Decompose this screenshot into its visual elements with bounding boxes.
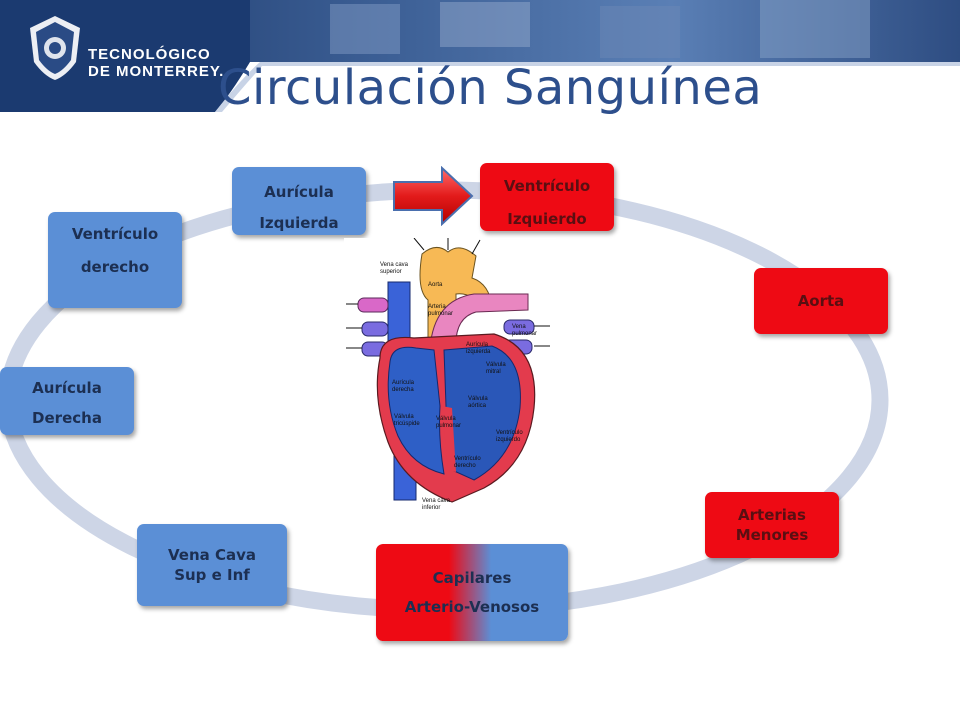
node-arterias-menores-line2: Menores [735,526,809,544]
node-auricula-izquierda-line1: Aurícula [264,183,334,201]
page-title: Circulación Sanguínea [218,60,763,116]
logo-text: TECNOLÓGICO DE MONTERREY. [88,46,224,80]
logo-line-2: DE MONTERREY. [88,63,225,80]
heart-label-vena-cava-inferior-2: inferior [422,505,440,511]
node-capilares: Capilares Arterio-Venosos [376,544,568,641]
heart-label-ventriculo-izquierdo-2: izquierdo [496,437,521,443]
heart-label-valvula-aortica-1: Válvula [468,396,488,402]
node-ventriculo-derecho-line2: derecho [80,258,150,276]
heart-label-vena-pulmonar-1: Vena [512,324,526,330]
heart-label-valvula-pulmonar-1: Válvula [436,416,456,422]
node-aorta-line1: Aorta [797,292,845,310]
heart-label-vena-cava-superior-2: superior [380,269,402,275]
header-banner [0,0,960,112]
node-aorta: Aorta [754,268,888,334]
node-ventriculo-derecho: Ventrículo derecho [48,212,182,308]
node-capilares-line2: Arterio-Venosos [404,597,540,616]
node-ventriculo-izquierdo-line2: Izquierdo [507,210,587,228]
node-capilares-line1: Capilares [432,568,512,587]
heart-label-vena-pulmonar-2: pulmonar [512,331,537,337]
node-auricula-izquierda: Aurícula Izquierda [232,167,366,235]
node-arterias-menores-line1: Arterias [738,506,806,524]
heart-label-auricula-izquierda-1: Aurícula [466,342,489,348]
node-vena-cava-line1: Vena Cava [167,546,256,564]
heart-label-ventriculo-derecho-2: derecho [454,463,476,469]
heart-label-vena-cava-superior-1: Vena cava [380,262,409,268]
heart-right-chambers-shape [387,346,445,475]
node-ventriculo-izquierdo: Ventrículo Izquierdo [480,163,614,231]
node-vena-cava: Vena Cava Sup e Inf [137,524,287,606]
heart-label-auricula-derecha-1: Aurícula [392,380,415,386]
heart-label-valvula-pulmonar-2: pulmonar [436,423,461,429]
heart-label-auricula-izquierda-2: izquierda [466,349,491,355]
node-auricula-derecha-line1: Aurícula [32,379,102,397]
heart-label-vena-cava-inferior-1: Vena cava [422,498,451,504]
heart-label-auricula-derecha-2: derecha [392,387,414,393]
heart-flow-arrows [346,238,550,349]
heart-left-vessel-1 [357,297,389,313]
heart-label-ventriculo-izquierdo-1: Ventrículo [496,430,523,436]
heart-label-ventriculo-derecho-1: Ventrículo [454,456,481,462]
heart-right-vessel-1 [503,319,535,335]
heart-label-valvula-mitral-2: mitral [486,369,501,375]
heart-label-valvula-tricuspide-1: Válvula [394,414,414,420]
node-auricula-derecha-line2: Derecha [32,409,102,427]
red-arrow-icon [393,166,474,226]
heart-diagram: Vena cava superior Aorta Arteria pulmona… [344,238,556,518]
node-vena-cava-line2: Sup e Inf [174,566,250,584]
heart-label-aorta: Aorta [428,282,443,288]
heart-label-valvula-mitral-1: Válvula [486,362,506,368]
heart-label-arteria-pulmonar-2: pulmonar [428,311,453,317]
heart-label-valvula-tricuspide-2: tricúspide [394,421,420,427]
logo-seal-icon [30,16,80,80]
node-auricula-derecha: Aurícula Derecha [0,367,134,435]
node-ventriculo-izquierdo-line1: Ventrículo [503,177,591,195]
node-arterias-menores: Arterias Menores [705,492,839,558]
heart-label-arteria-pulmonar-1: Arteria [428,304,446,310]
node-ventriculo-derecho-line1: Ventrículo [71,225,159,243]
logo-line-1: TECNOLÓGICO [88,46,211,63]
heart-label-valvula-aortica-2: aórtica [468,403,487,409]
node-auricula-izquierda-line2: Izquierda [259,214,339,232]
heart-left-vessel-2 [361,321,389,337]
heart-septum-shape [442,406,456,472]
